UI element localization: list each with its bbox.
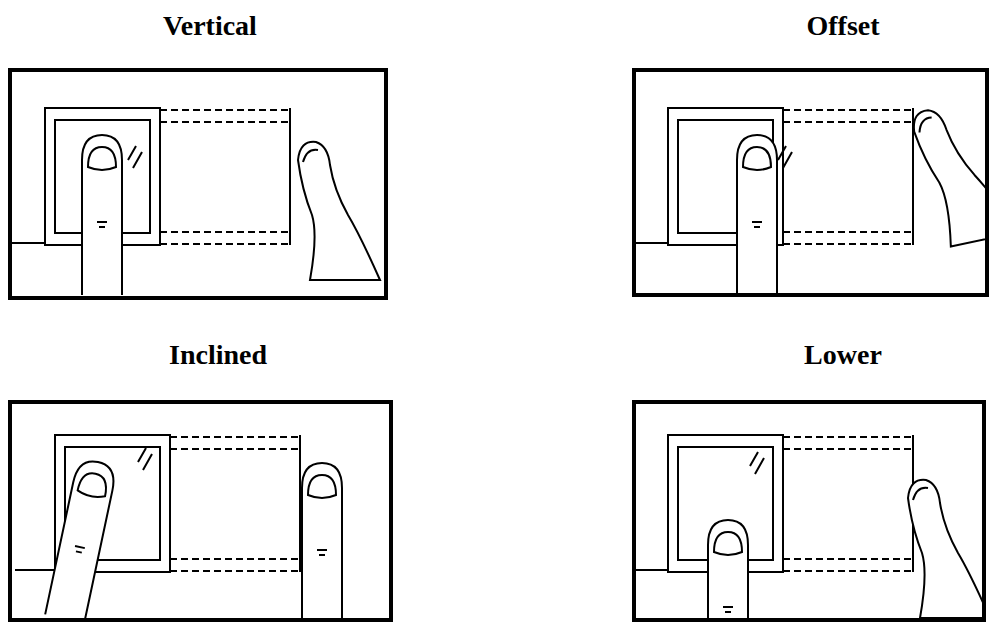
panel-title: Vertical	[163, 10, 257, 42]
panel-title: Offset	[806, 10, 879, 42]
offset-illustration	[636, 97, 985, 293]
panel-frame: Vertical	[8, 68, 388, 300]
lower-illustration	[636, 435, 982, 618]
panel-frame: Inclined	[8, 400, 393, 622]
inclined-illustration	[15, 435, 342, 618]
panel-frame: Lower	[632, 400, 986, 622]
panel-title: Inclined	[169, 339, 267, 371]
panel-frame: Offset	[632, 68, 989, 297]
vertical-illustration	[12, 108, 380, 295]
panel-title: Lower	[804, 339, 882, 371]
